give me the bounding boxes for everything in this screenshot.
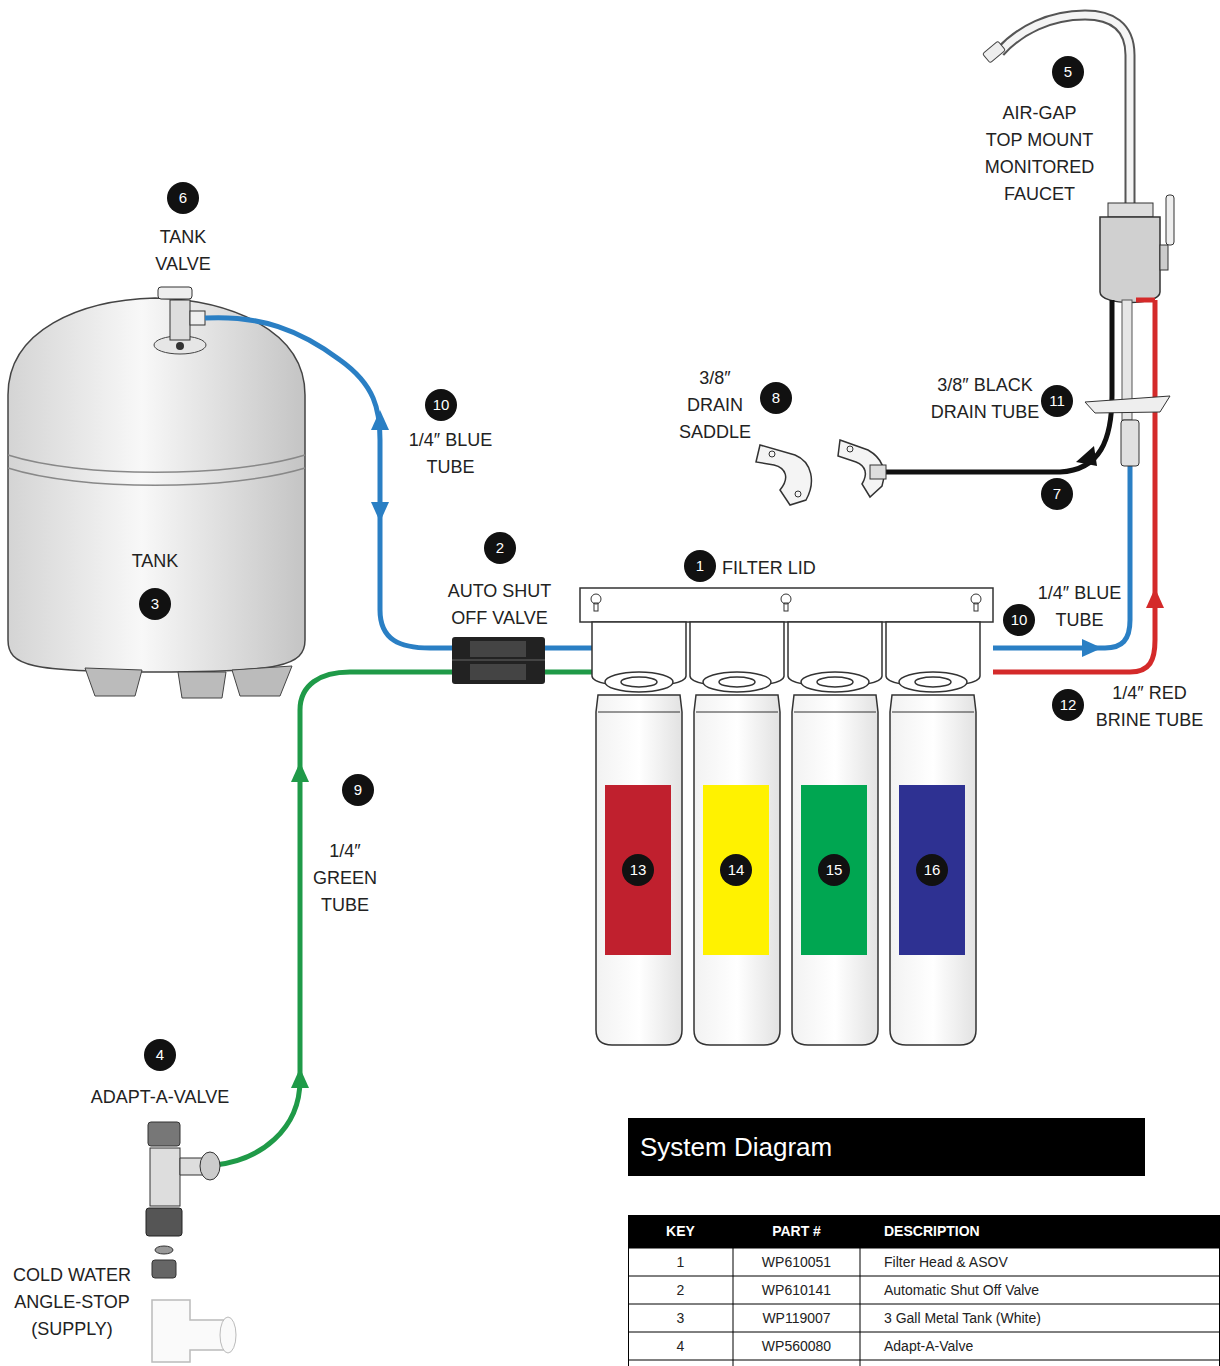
callout-number: 9 — [342, 774, 374, 806]
callout-number: 1 — [684, 550, 716, 582]
diagram-title: System Diagram — [628, 1118, 1145, 1176]
table-cell: WP610051 — [733, 1248, 860, 1276]
callout-number: 4 — [144, 1039, 176, 1071]
table-cell: 4 — [628, 1332, 733, 1360]
part-caption: TANK VALVE — [143, 224, 223, 278]
callout-number: 15 — [818, 854, 850, 886]
callout-number: 12 — [1052, 689, 1084, 721]
callout-circle: 83/8″ DRAIN SADDLE — [760, 382, 792, 414]
part-caption: AIR-GAP TOP MOUNT MONITORED FAUCET — [982, 100, 1097, 208]
callout-circle: 7 — [1041, 478, 1073, 510]
callout-number: 14 — [720, 854, 752, 886]
part-caption: FILTER LID — [722, 555, 816, 582]
callout-circle: 101/4″ BLUE TUBE — [425, 389, 457, 421]
callout-circle: 3TANK — [139, 588, 171, 620]
callout-number: 5 — [1052, 56, 1084, 88]
callout-circle: 91/4″ GREEN TUBE — [342, 774, 374, 806]
part-caption: TANK — [105, 548, 205, 575]
callout-number: 3 — [139, 588, 171, 620]
part-caption: 3/8″ BLACK DRAIN TUBE — [929, 372, 1041, 426]
callout-circle: 15 — [818, 854, 850, 886]
callout-number: 7 — [1041, 478, 1073, 510]
table-cell: WP610141 — [733, 1276, 860, 1304]
table-cell: WP119007 — [733, 1304, 860, 1332]
callout-circle: 101/4″ BLUE TUBE — [1003, 604, 1035, 636]
table-cell: 2 — [628, 1276, 733, 1304]
callout-circle: 1FILTER LID — [684, 550, 716, 582]
callout-circle: 6TANK VALVE — [167, 182, 199, 214]
part-caption: AUTO SHUT OFF VALVE — [442, 578, 557, 632]
table-cell: Filter Head & ASOV — [884, 1248, 1220, 1276]
table-cell: 1 — [628, 1248, 733, 1276]
table-cell: KEY — [628, 1215, 733, 1248]
table-cell: DESCRIPTION — [884, 1215, 1220, 1248]
callout-number: 6 — [167, 182, 199, 214]
callout-number: 10 — [425, 389, 457, 421]
part-caption: 3/8″ DRAIN SADDLE — [676, 365, 754, 446]
callout-number: 11 — [1041, 385, 1073, 417]
callout-number: 8 — [760, 382, 792, 414]
table-cell: 3 — [628, 1304, 733, 1332]
callout-circle: 13 — [622, 854, 654, 886]
callout-circle: 5AIR-GAP TOP MOUNT MONITORED FAUCET — [1052, 56, 1084, 88]
table-cell: WP560080 — [733, 1332, 860, 1360]
callout-circle: 113/8″ BLACK DRAIN TUBE — [1041, 385, 1073, 417]
part-caption: 1/4″ RED BRINE TUBE — [1092, 680, 1207, 734]
table-cell: Adapt-A-Valve — [884, 1332, 1220, 1360]
part-caption: 1/4″ GREEN TUBE — [310, 838, 380, 919]
callout-number: 10 — [1003, 604, 1035, 636]
callout-circle: 121/4″ RED BRINE TUBE — [1052, 689, 1084, 721]
callout-circle: 2AUTO SHUT OFF VALVE — [484, 532, 516, 564]
callout-circle: 14 — [720, 854, 752, 886]
table-cell: Automatic Shut Off Valve — [884, 1276, 1220, 1304]
part-caption: ADAPT-A-VALVE — [60, 1084, 260, 1111]
table-cell: 3 Gall Metal Tank (White) — [884, 1304, 1220, 1332]
callout-number: 2 — [484, 532, 516, 564]
supply-label: COLD WATER ANGLE-STOP (SUPPLY) — [8, 1262, 136, 1343]
part-caption: 1/4″ BLUE TUBE — [1032, 580, 1127, 634]
part-caption: 1/4″ BLUE TUBE — [398, 427, 503, 481]
callout-circle: 16 — [916, 854, 948, 886]
callout-number: 16 — [916, 854, 948, 886]
callout-circle: 4ADAPT-A-VALVE — [144, 1039, 176, 1071]
table-cell: PART # — [733, 1215, 860, 1248]
callout-number: 13 — [622, 854, 654, 886]
